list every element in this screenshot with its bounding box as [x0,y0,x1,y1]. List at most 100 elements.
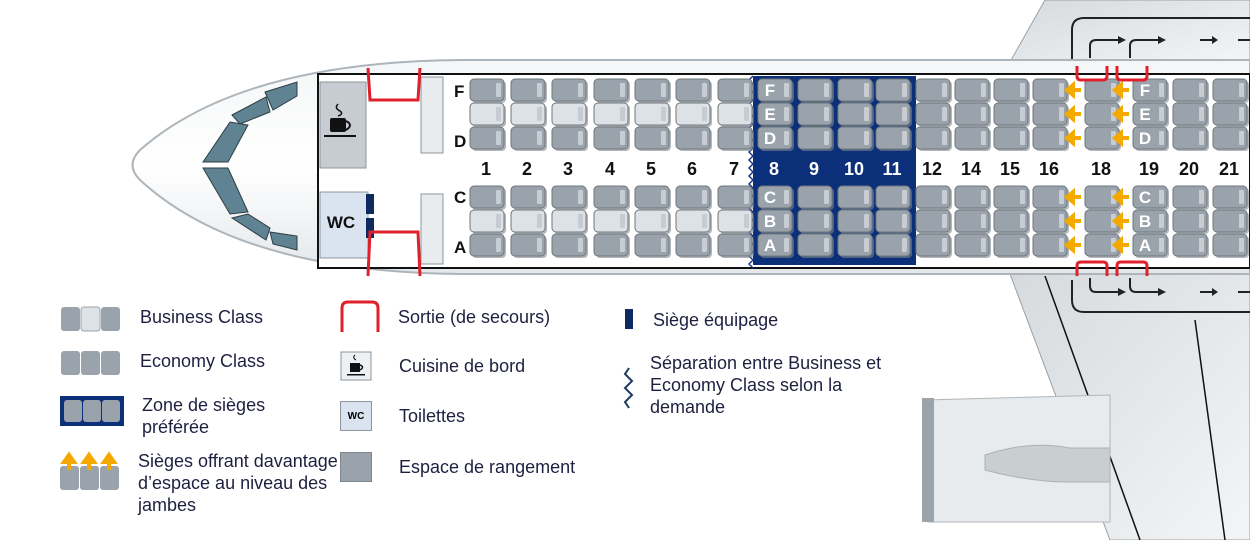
seat[interactable] [469,233,505,257]
seat[interactable] [551,233,587,257]
seat[interactable] [593,102,629,126]
seat[interactable] [875,126,911,150]
seat[interactable] [797,209,833,233]
seat[interactable] [757,78,793,102]
seat[interactable] [634,185,670,209]
seat[interactable] [797,185,833,209]
seat[interactable] [1172,78,1208,102]
seat[interactable] [954,126,990,150]
seat[interactable] [1132,102,1168,126]
seat[interactable] [837,126,873,150]
seat[interactable] [954,78,990,102]
seat[interactable] [1132,233,1168,257]
seat[interactable] [757,102,793,126]
seat[interactable] [1172,209,1208,233]
seat[interactable] [717,233,753,257]
seat[interactable] [634,78,670,102]
seat[interactable] [510,209,546,233]
seat[interactable] [593,78,629,102]
seat[interactable] [469,185,505,209]
seat[interactable] [1212,102,1248,126]
seat[interactable] [717,185,753,209]
seat[interactable] [634,126,670,150]
seat[interactable] [875,233,911,257]
seat[interactable] [1172,233,1208,257]
seat[interactable] [875,185,911,209]
seat[interactable] [1172,126,1208,150]
seat[interactable] [1212,209,1248,233]
seat[interactable] [510,126,546,150]
seat[interactable] [551,78,587,102]
seat[interactable] [993,126,1029,150]
seat[interactable] [551,126,587,150]
seat[interactable] [993,102,1029,126]
seat[interactable] [915,78,951,102]
seat[interactable] [675,102,711,126]
seat[interactable] [837,78,873,102]
seat[interactable] [915,185,951,209]
seat[interactable] [757,233,793,257]
seat[interactable] [797,102,833,126]
seat[interactable] [469,209,505,233]
seat[interactable] [593,185,629,209]
seat[interactable] [757,126,793,150]
seat[interactable] [875,209,911,233]
seat[interactable] [1212,78,1248,102]
seat[interactable] [1132,126,1168,150]
seat[interactable] [875,78,911,102]
seat[interactable] [915,209,951,233]
seat[interactable] [1212,185,1248,209]
seat[interactable] [551,102,587,126]
seat[interactable] [1132,185,1168,209]
seat[interactable] [593,233,629,257]
seat[interactable] [510,78,546,102]
seat[interactable] [675,78,711,102]
seat[interactable] [797,78,833,102]
seat[interactable] [634,233,670,257]
seat[interactable] [717,126,753,150]
seat[interactable] [797,126,833,150]
seat[interactable] [675,209,711,233]
seat[interactable] [993,233,1029,257]
seat[interactable] [837,233,873,257]
seat[interactable] [837,102,873,126]
seat[interactable] [837,209,873,233]
seat[interactable] [675,126,711,150]
seat[interactable] [993,209,1029,233]
seat[interactable] [593,209,629,233]
seat[interactable] [837,185,873,209]
seat[interactable] [915,102,951,126]
seat[interactable] [1212,233,1248,257]
seat[interactable] [1212,126,1248,150]
seat[interactable] [1132,209,1168,233]
seat[interactable] [797,233,833,257]
seat[interactable] [915,233,951,257]
seat[interactable] [469,78,505,102]
seat[interactable] [954,233,990,257]
seat[interactable] [551,209,587,233]
seat[interactable] [510,102,546,126]
seat[interactable] [675,233,711,257]
seat[interactable] [634,102,670,126]
seat[interactable] [510,233,546,257]
seat[interactable] [875,102,911,126]
seat[interactable] [757,185,793,209]
seat[interactable] [757,209,793,233]
seat[interactable] [993,185,1029,209]
seat[interactable] [510,185,546,209]
seat[interactable] [675,185,711,209]
seat[interactable] [469,102,505,126]
seat[interactable] [717,102,753,126]
seat[interactable] [469,126,505,150]
seat[interactable] [1172,102,1208,126]
seat[interactable] [717,209,753,233]
seat[interactable] [717,78,753,102]
seat[interactable] [634,209,670,233]
seat[interactable] [551,185,587,209]
seat[interactable] [954,209,990,233]
seat[interactable] [1132,78,1168,102]
seat[interactable] [593,126,629,150]
seat[interactable] [1172,185,1208,209]
seat[interactable] [954,185,990,209]
seat[interactable] [915,126,951,150]
